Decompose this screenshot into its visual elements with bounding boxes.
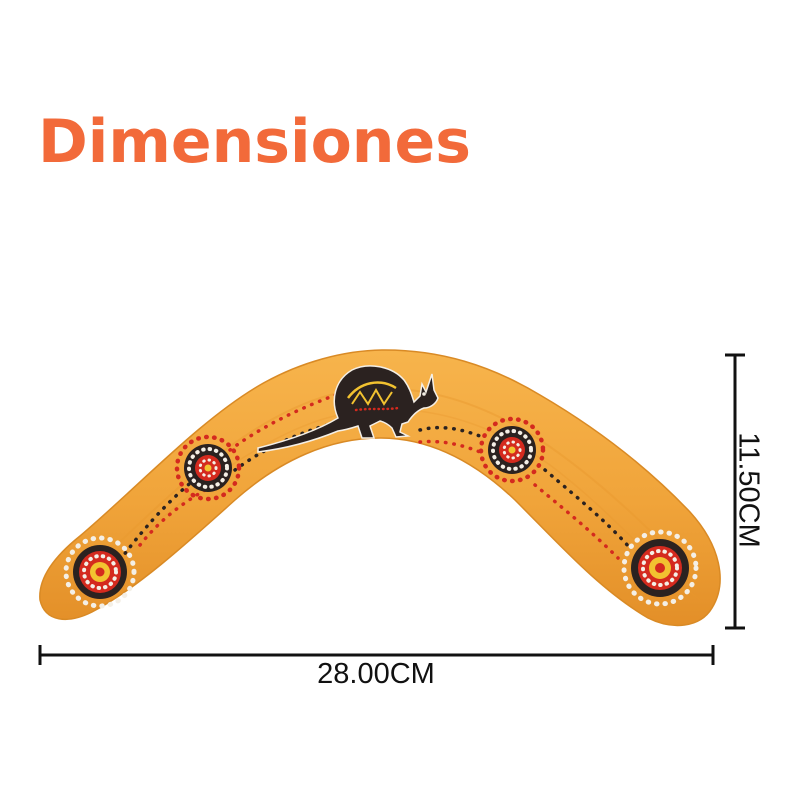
dot-rosette-left (174, 434, 242, 502)
width-dimension-line (38, 645, 715, 665)
boomerang-body (39, 349, 721, 627)
dot-rosette-right-end (621, 529, 699, 607)
height-dimension-label: 11.50CM (732, 432, 765, 548)
kangaroo-icon (257, 365, 439, 453)
dot-rosette-left-end (63, 535, 137, 609)
dot-rosette-right (478, 416, 546, 484)
height-dimension-line (725, 353, 745, 630)
width-dimension-label: 28.00CM (317, 658, 435, 690)
page-title: Dimensiones (38, 107, 471, 177)
